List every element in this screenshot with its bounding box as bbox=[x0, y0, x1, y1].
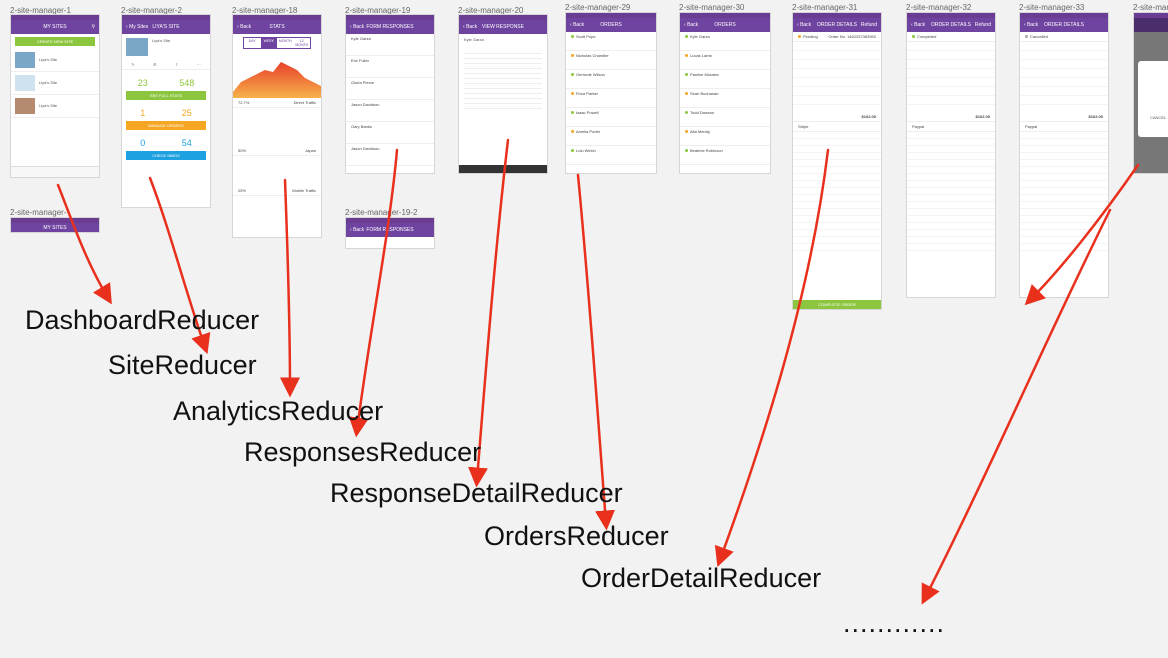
artboard-label: 2-site-manager-30 bbox=[679, 3, 745, 12]
flow-arrow bbox=[56, 183, 112, 305]
artboard-label: 2-site-manager-18 bbox=[232, 6, 298, 15]
modal-dialog: CANCEL bbox=[1138, 61, 1168, 137]
header: MY SITES⚲ bbox=[11, 20, 99, 34]
order-item[interactable]: Gertrude Wilson bbox=[566, 70, 656, 89]
period-tabs[interactable]: DAY WEEK MONTH 12 MONTH bbox=[243, 37, 311, 49]
response-item[interactable]: Gloria Pierce bbox=[346, 78, 434, 100]
response-item[interactable]: Kyle Garza bbox=[346, 34, 434, 56]
reducer-label: ResponsesReducer bbox=[244, 437, 482, 467]
order-item[interactable]: Nicholas Chandler bbox=[566, 51, 656, 70]
complete-order-button[interactable]: COMPLETE ORDER bbox=[793, 300, 881, 309]
check-inbox-button[interactable]: CHECK INBOX bbox=[126, 151, 206, 160]
response-item[interactable]: Eric Fuller bbox=[346, 56, 434, 78]
site-list-item[interactable]: Liya's Site bbox=[11, 72, 99, 95]
site-actions[interactable]: ✎⚙⇪⋯ bbox=[122, 60, 210, 70]
reducer-label: AnalyticsReducer bbox=[173, 396, 384, 426]
create-site-button[interactable]: CREATE NEW SITE bbox=[15, 37, 95, 46]
order-item[interactable]: Sean Buchanan bbox=[680, 89, 770, 108]
order-item[interactable]: Todd Dawson bbox=[680, 108, 770, 127]
reducer-label: DashboardReducer bbox=[25, 305, 260, 335]
order-item[interactable]: Scott Pope bbox=[566, 32, 656, 51]
reducer-label: SiteReducer bbox=[108, 350, 257, 380]
responder-name: Kyle Garza bbox=[464, 37, 484, 42]
order-item[interactable]: Alta Mendy bbox=[680, 127, 770, 146]
screen-my-sites-2: MY SITES bbox=[10, 217, 100, 233]
flow-arrow bbox=[348, 148, 399, 438]
artboard-label: 2-site-manager-29 bbox=[565, 3, 631, 12]
stat-value: 1 bbox=[140, 108, 146, 118]
action-bar[interactable] bbox=[459, 165, 547, 173]
artboard-label: 2-site-manager-32 bbox=[906, 3, 972, 12]
area-chart bbox=[233, 62, 321, 98]
response-item[interactable]: Jason Davidson bbox=[346, 144, 434, 166]
artboard-label: 2-site-manager-19 bbox=[345, 6, 411, 15]
artboard-label: 2-site-manager- bbox=[10, 208, 67, 217]
stat-value: 548 bbox=[179, 78, 195, 88]
order-item[interactable]: Kyle Garza bbox=[680, 32, 770, 51]
manage-orders-button[interactable]: MANAGE ORDERS bbox=[126, 121, 206, 130]
response-item[interactable]: Jason Davidson bbox=[346, 100, 434, 122]
order-item[interactable]: Beatrice Robinson bbox=[680, 146, 770, 165]
back-button[interactable]: ‹ Back bbox=[237, 24, 252, 30]
stat-value: 54 bbox=[181, 138, 192, 148]
artboard-label: 2-site-manager-2 bbox=[121, 6, 182, 15]
response-body bbox=[464, 49, 542, 109]
order-item[interactable]: Amelia Porter bbox=[566, 127, 656, 146]
order-item[interactable]: Isaac Powell bbox=[566, 108, 656, 127]
analytics-row[interactable]: 25%Mobile Traffic bbox=[233, 186, 321, 196]
reducer-label: OrdersReducer bbox=[484, 521, 669, 551]
stat-value: 25 bbox=[181, 108, 192, 118]
screen-my-sites: MY SITES⚲ CREATE NEW SITE Liya's Site Li… bbox=[10, 14, 100, 178]
site-list-item[interactable]: Liya's Site bbox=[11, 49, 99, 72]
artboard-label: 2-site-manager-19-2 bbox=[345, 208, 418, 217]
artboard-label: 2-site-manager-33 bbox=[1019, 3, 1085, 12]
stat-value: 23 bbox=[137, 78, 148, 88]
order-item[interactable]: Flora Parker bbox=[566, 89, 656, 108]
back-button[interactable]: ‹ Back bbox=[350, 24, 365, 30]
back-button[interactable]: ‹ Back bbox=[463, 24, 478, 30]
site-list-item[interactable]: Liya's Site bbox=[11, 95, 99, 118]
order-item[interactable]: Pauline Morales bbox=[680, 70, 770, 89]
tab-bar[interactable] bbox=[11, 166, 99, 177]
flow-arrow bbox=[576, 173, 616, 531]
cancel-button[interactable]: CANCEL bbox=[1150, 115, 1167, 120]
reducer-label: ResponseDetailReducer bbox=[330, 478, 623, 508]
flow-arrow bbox=[468, 138, 510, 488]
screen-cancel-modal: CANCEL bbox=[1133, 12, 1168, 174]
site-summary: Liya's Site bbox=[122, 34, 210, 60]
reducer-label: OrderDetailReducer bbox=[581, 563, 822, 593]
back-button[interactable]: ‹ Back bbox=[570, 22, 585, 28]
order-item[interactable]: Lulu Welch bbox=[566, 146, 656, 165]
artboard-label: 2-site-manager-1 bbox=[10, 6, 71, 15]
back-button[interactable]: ‹ Back bbox=[684, 22, 699, 28]
see-full-stats-button[interactable]: SEE FULL STATS bbox=[126, 91, 206, 100]
analytics-row[interactable]: 50%Japan bbox=[233, 146, 321, 156]
artboard-label: 2-site-mar bbox=[1133, 3, 1168, 12]
stat-value: 0 bbox=[140, 138, 146, 148]
search-icon[interactable]: ⚲ bbox=[91, 24, 95, 30]
artboard-label: 2-site-manager-31 bbox=[792, 3, 858, 12]
ellipsis: ............ bbox=[843, 608, 946, 638]
analytics-row[interactable]: 72.7%Direct Traffic bbox=[233, 98, 321, 108]
response-item[interactable]: Gary Banks bbox=[346, 122, 434, 144]
back-button[interactable]: ‹ My Sites bbox=[126, 24, 149, 30]
artboard-label: 2-site-manager-20 bbox=[458, 6, 524, 15]
order-item[interactable]: Lucas Lamb bbox=[680, 51, 770, 70]
